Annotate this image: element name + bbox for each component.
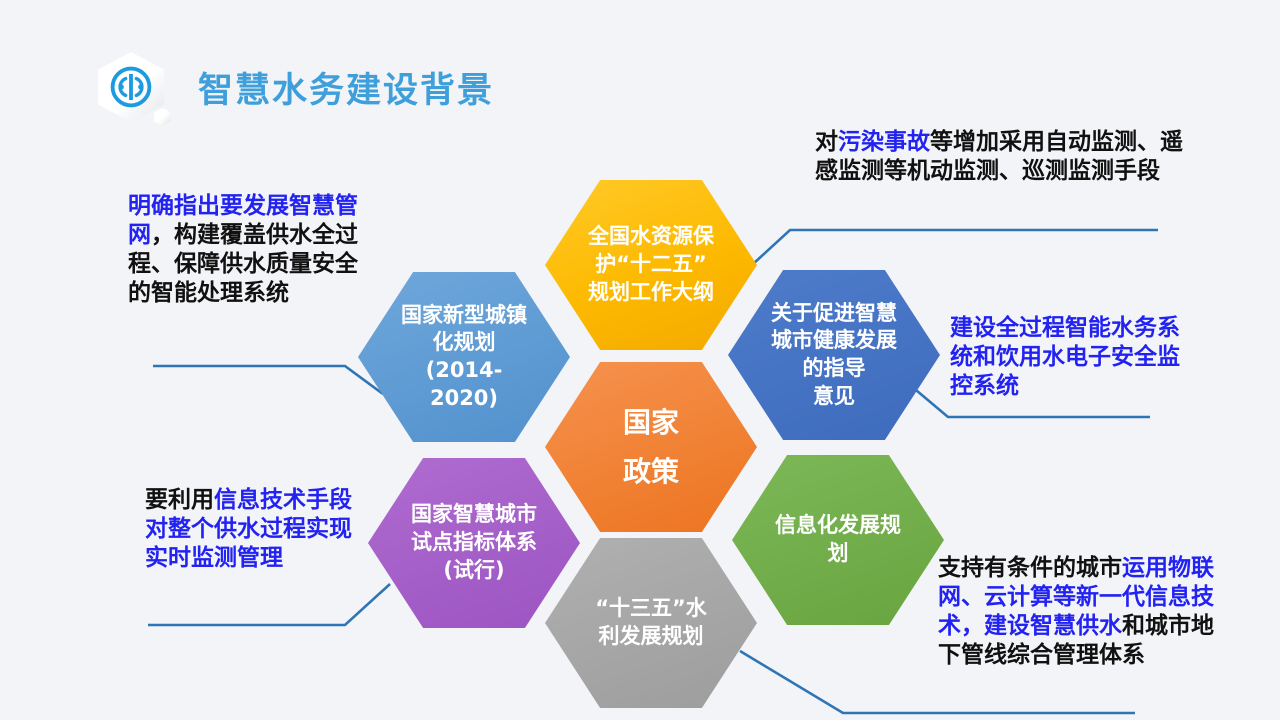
slide-header: 智慧水务建设背景 bbox=[0, 0, 1280, 150]
callout-line-left bbox=[153, 364, 384, 396]
hexagon-label: 国家新型城镇 化规划 (2014- 2020) bbox=[401, 302, 527, 410]
callout-line-bottom-right bbox=[739, 649, 1135, 715]
callout-line-top-right bbox=[752, 228, 1158, 265]
annotation-bottom-right: 支持有条件的城市运用物联网、云计算等新一代信息技术，建设智慧供水和城市地下管线综… bbox=[938, 555, 1214, 668]
hexagon-label: 信息化发展规 划 bbox=[775, 513, 901, 565]
annotation-top-right: 对污染事故等增加采用自动监测、遥感监测等机动监测、巡测监测手段 bbox=[815, 129, 1183, 184]
hexagon-label: 关于促进智慧 城市健康发展 的指导 意见 bbox=[771, 300, 897, 408]
logo-hexagon-small bbox=[154, 108, 171, 126]
hexagon-label: “十三五”水 利发展规划 bbox=[595, 596, 707, 648]
water-meter-glyph bbox=[110, 66, 152, 108]
water-meter-logo-icon bbox=[98, 50, 178, 130]
hexagon-label: 全国水资源保 护“十二五” 规划工作大纲 bbox=[588, 224, 714, 304]
hexagon-label: 国家 政策 bbox=[622, 406, 679, 488]
annotation-left: 明确指出要发展智慧管网，构建覆盖供水全过程、保障供水质量安全的智能处理系统 bbox=[128, 193, 358, 306]
annotation-right: 建设全过程智能水务系统和饮用水电子安全监控系统 bbox=[950, 315, 1180, 399]
callout-line-right bbox=[909, 384, 1150, 419]
page-title: 智慧水务建设背景 bbox=[198, 71, 495, 111]
hexagon-label: 国家智慧城市 试点指标体系 (试行) bbox=[411, 502, 537, 582]
annotation-bottom-left: 要利用信息技术手段对整个供水过程实现实时监测管理 bbox=[145, 487, 352, 571]
callout-line-bottom-left bbox=[148, 583, 391, 627]
